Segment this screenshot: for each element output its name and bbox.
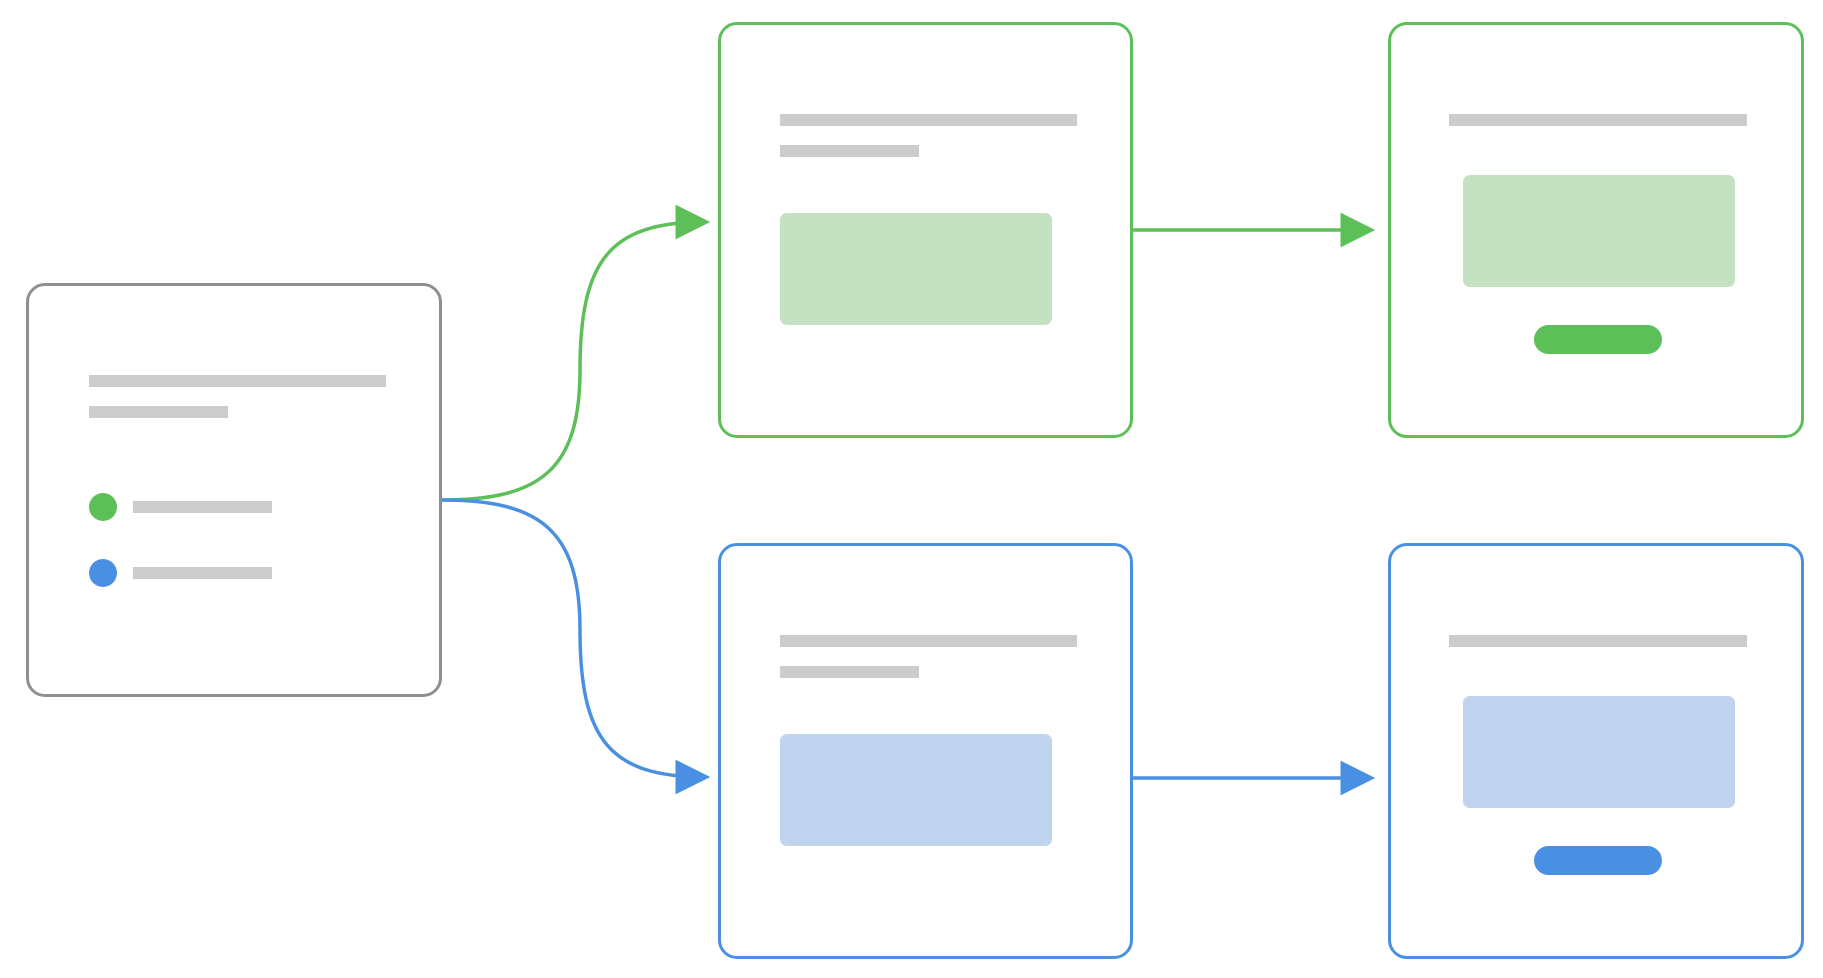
green-action-button[interactable] [1534, 325, 1662, 354]
blue-action-button[interactable] [1534, 846, 1662, 875]
content-block [780, 213, 1052, 325]
blue-step-2-card [1388, 543, 1804, 959]
source-card [26, 283, 442, 697]
content-block [1463, 175, 1735, 287]
subtitle-placeholder-line [780, 666, 919, 678]
green-option-placeholder-line [133, 501, 272, 513]
title-placeholder-line [1449, 635, 1747, 647]
subtitle-placeholder-line [89, 406, 228, 418]
title-placeholder-line [780, 114, 1077, 126]
connector-source-to-green [441, 204, 711, 502]
connector-source-to-blue [441, 498, 711, 795]
green-step-1-card [718, 22, 1133, 438]
title-placeholder-line [780, 635, 1077, 647]
green-step-2-card [1388, 22, 1804, 438]
blue-step-1-card [718, 543, 1133, 959]
content-block [780, 734, 1052, 846]
content-block [1463, 696, 1735, 808]
title-placeholder-line [1449, 114, 1747, 126]
green-dot-icon[interactable] [89, 493, 117, 521]
title-placeholder-line [89, 375, 386, 387]
blue-dot-icon[interactable] [89, 559, 117, 587]
subtitle-placeholder-line [780, 145, 919, 157]
blue-option-placeholder-line [133, 567, 272, 579]
